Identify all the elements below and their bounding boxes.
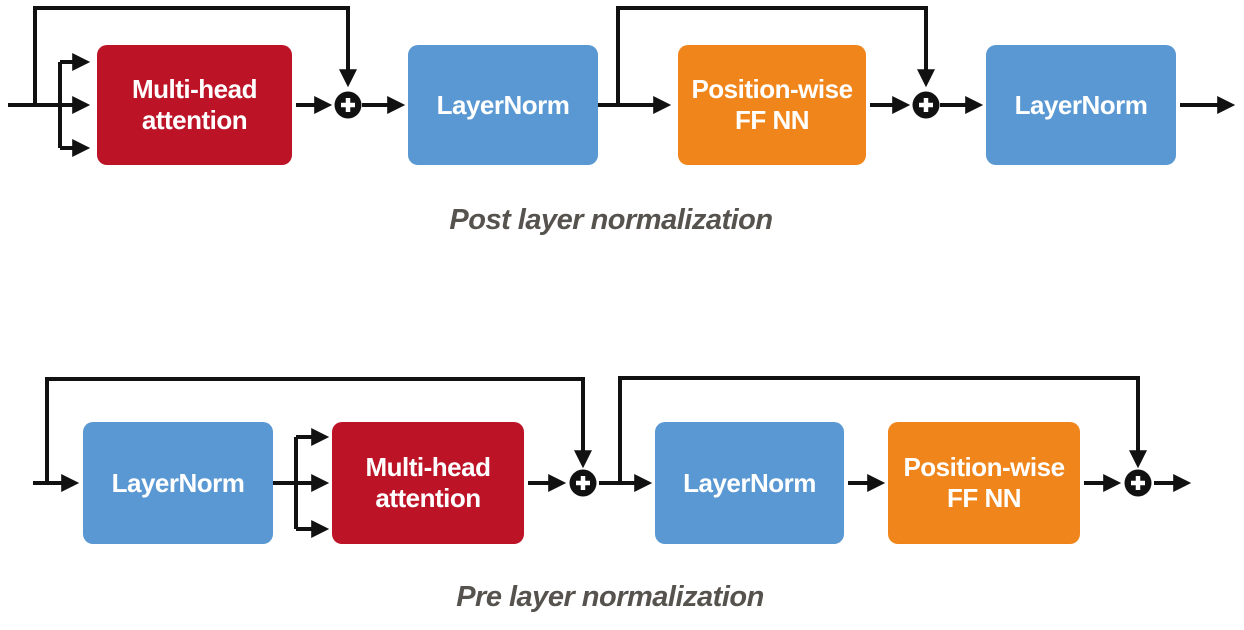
- residual-add-icon: [569, 469, 597, 497]
- layernorm-block: LayerNorm: [83, 422, 273, 544]
- position-wise-ffnn-block: Position-wise FF NN: [678, 45, 866, 165]
- block-label: Position-wise FF NN: [903, 452, 1065, 513]
- skip-connection: [618, 376, 1147, 483]
- position-wise-ffnn-block: Position-wise FF NN: [888, 422, 1080, 544]
- skip-connection: [616, 6, 935, 105]
- block-label: Position-wise FF NN: [691, 74, 853, 135]
- layernorm-block: LayerNorm: [408, 45, 598, 165]
- layernorm-block: LayerNorm: [655, 422, 844, 544]
- skip-connection: [33, 6, 357, 105]
- multi-head-attention-block: Multi-head attention: [97, 45, 292, 165]
- post-ln-wiring: [8, 6, 1236, 157]
- post-ln-caption: Post layer normalization: [449, 204, 773, 236]
- block-label: LayerNorm: [683, 467, 816, 498]
- block-label: Multi-head attention: [132, 74, 258, 135]
- layernorm-block: LayerNorm: [986, 45, 1176, 165]
- block-label: Multi-head attention: [365, 452, 492, 513]
- block-label: LayerNorm: [1014, 89, 1148, 120]
- block-label: LayerNorm: [436, 89, 570, 120]
- block-label: LayerNorm: [111, 467, 245, 498]
- skip-connection: [45, 377, 592, 483]
- pre-ln-wiring: [33, 376, 1192, 538]
- residual-add-icon: [1124, 469, 1152, 497]
- residual-add-icon: [912, 91, 940, 119]
- pre-ln-caption: Pre layer normalization: [456, 581, 764, 613]
- multi-head-attention-block: Multi-head attention: [332, 422, 524, 544]
- residual-add-icon: [334, 91, 362, 119]
